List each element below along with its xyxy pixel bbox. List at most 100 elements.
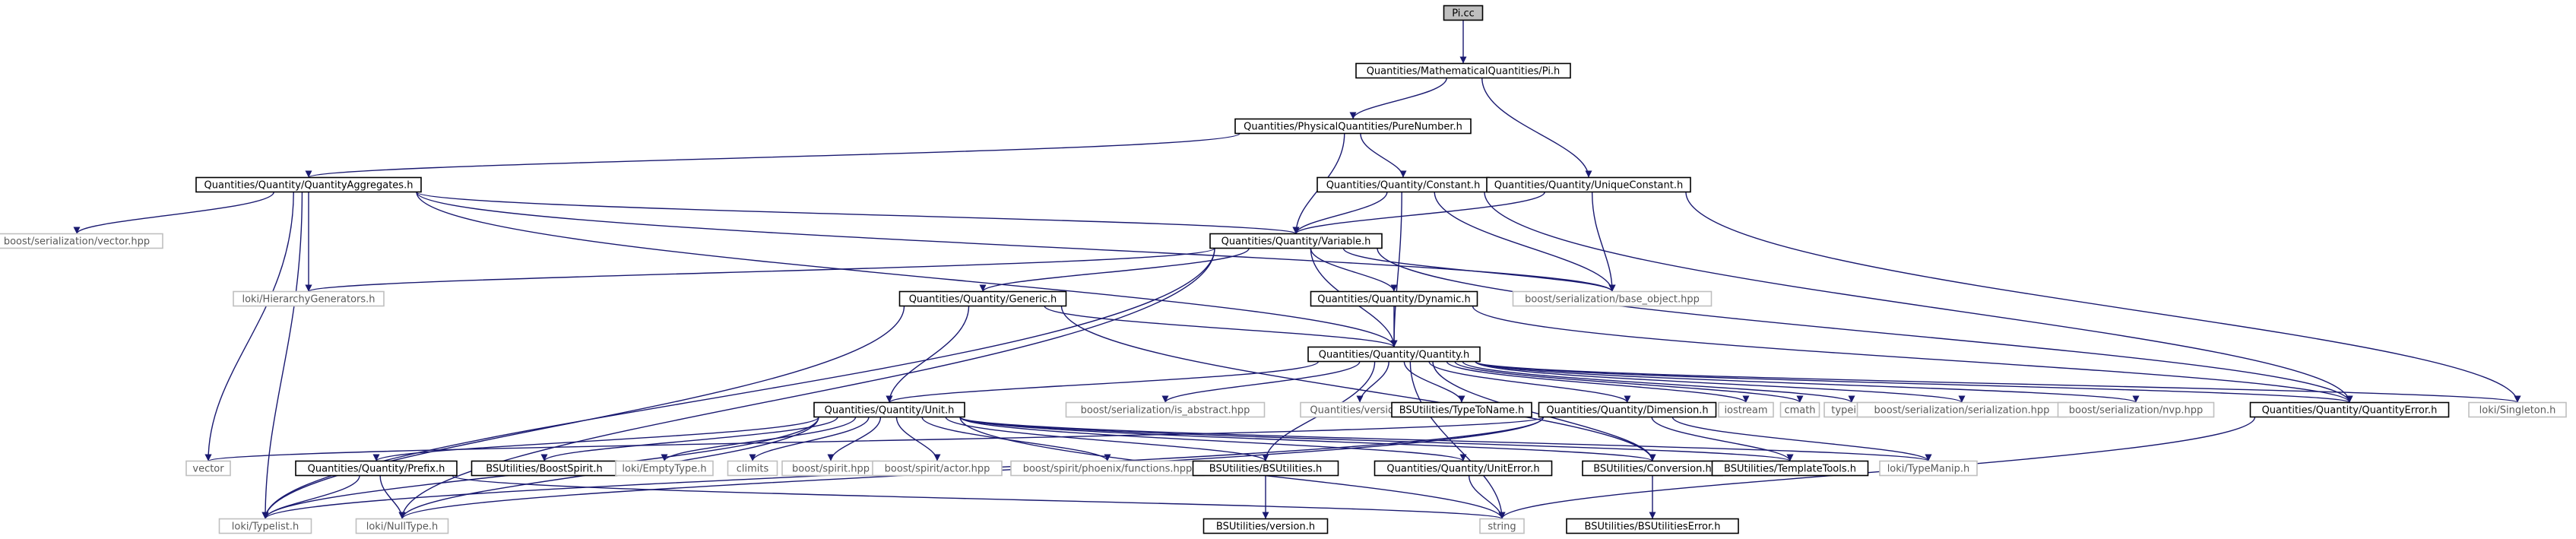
edge-quantity-to-iostream <box>1446 360 1750 404</box>
node-pi-h[interactable]: Quantities/MathematicalQuantities/Pi.h <box>1355 62 1571 79</box>
node-box <box>233 290 385 307</box>
node-box <box>195 176 422 193</box>
node-spirit: boost/spirit.hpp <box>781 460 880 477</box>
node-aggregates[interactable]: Quantities/Quantity/QuantityAggregates.h <box>195 176 422 193</box>
edge-line <box>1685 192 2521 403</box>
edge-quantity-to-ser_nvp <box>1475 360 2140 404</box>
edge-line <box>261 248 1215 519</box>
node-box <box>218 518 312 534</box>
edge-line <box>1292 192 1545 235</box>
edge-uniqueconstant-to-base_object <box>1591 192 1616 292</box>
node-dimension[interactable]: Quantities/Quantity/Dimension.h <box>1538 401 1717 418</box>
node-box <box>1538 401 1717 418</box>
node-label: loki/TypeManip.h <box>1887 464 1970 475</box>
edge-purenumber-to-constant <box>1360 133 1407 178</box>
node-generic[interactable]: Quantities/Quantity/Generic.h <box>898 290 1067 307</box>
node-box <box>1065 401 1266 418</box>
node-label: boost/serialization/serialization.hpp <box>1874 405 2050 417</box>
node-box <box>1486 176 1691 193</box>
node-bsutilerror[interactable]: BSUtilities/BSUtilitiesError.h <box>1566 518 1739 534</box>
edge-unit-to-uniterror <box>959 416 1467 462</box>
edge-constant-to-quantity <box>1390 192 1402 347</box>
node-label: loki/HierarchyGenerators.h <box>242 294 375 306</box>
node-box <box>185 460 231 477</box>
edge-line <box>959 416 1467 462</box>
node-quantityerror[interactable]: Quantities/Quantity/QuantityError.h <box>2249 401 2450 418</box>
node-uniterror[interactable]: Quantities/Quantity/UnitError.h <box>1374 460 1553 477</box>
edge-constant-to-variable <box>1292 192 1388 234</box>
edge-variable-to-quantityerror <box>1377 248 2353 403</box>
node-boostspirit[interactable]: BSUtilities/BoostSpirit.h <box>471 460 618 477</box>
edge-line <box>895 417 941 461</box>
edge-line <box>1044 305 1398 348</box>
edge-line <box>1475 360 2353 404</box>
edge-line <box>1481 78 1592 178</box>
edge-unit-to-templatetools <box>959 416 1794 462</box>
edge-line <box>416 191 1299 235</box>
node-bs-version[interactable]: BSUtilities/version.h <box>1202 518 1329 534</box>
edge-line <box>959 416 1794 462</box>
edge-line <box>1349 78 1447 119</box>
node-label: Pi.cc <box>1452 8 1475 20</box>
edge-line <box>1434 192 1616 292</box>
edge-unit-to-typemanip <box>959 416 1931 462</box>
node-box <box>1355 62 1571 79</box>
node-typetoname[interactable]: BSUtilities/TypeToName.h <box>1391 401 1532 418</box>
edge-line <box>1454 360 1804 404</box>
node-unit[interactable]: Quantities/Quantity/Unit.h <box>813 401 965 418</box>
edge-unit-to-prefix <box>372 416 819 462</box>
edge-purenumber-to-aggregates <box>306 132 1240 179</box>
edge-unit-to-bsutilities <box>945 417 1269 462</box>
node-label: boost/spirit/actor.hpp <box>885 464 990 475</box>
node-box <box>1779 401 1820 418</box>
edge-variable-to-typelist <box>261 248 1215 519</box>
node-label: iostream <box>1724 405 1767 417</box>
node-uniqueconstant[interactable]: Quantities/Quantity/UniqueConstant.h <box>1486 176 1691 193</box>
node-label: BSUtilities/version.h <box>1216 522 1315 533</box>
edge-line <box>945 417 1269 462</box>
edge-prefix-to-nulltype <box>379 475 406 519</box>
edges-layer <box>73 20 2521 520</box>
edge-variable-to-hiergen <box>306 247 1215 293</box>
edge-line <box>398 248 1215 519</box>
node-label: BSUtilities/BSUtilitiesError.h <box>1585 522 1721 533</box>
node-conversion[interactable]: BSUtilities/Conversion.h <box>1582 460 1723 477</box>
edge-line <box>1310 248 1398 292</box>
edge-line <box>205 416 1545 462</box>
edge-line <box>372 416 819 462</box>
node-box <box>1374 460 1553 477</box>
edge-line <box>1292 192 1388 234</box>
node-box <box>1512 290 1713 307</box>
edge-quantity-to-is_abstract <box>1161 361 1361 403</box>
edge-line <box>1360 133 1407 178</box>
node-label: boost/serialization/vector.hpp <box>4 236 150 248</box>
node-constant[interactable]: Quantities/Quantity/Constant.h <box>1317 176 1490 193</box>
edge-line <box>1498 417 2256 519</box>
node-quantity[interactable]: Quantities/Quantity/Quantity.h <box>1307 346 1481 363</box>
node-box <box>1443 5 1484 21</box>
edge-line <box>1060 306 1656 461</box>
node-typemanip: loki/TypeManip.h <box>1879 460 1978 477</box>
node-templatetools[interactable]: BSUtilities/TemplateTools.h <box>1711 460 1869 477</box>
node-box <box>1234 118 1472 135</box>
edge-line <box>1591 192 1616 292</box>
node-box <box>1879 460 1978 477</box>
node-dynamic[interactable]: Quantities/Quantity/Dynamic.h <box>1310 290 1478 307</box>
edge-line <box>886 360 1320 404</box>
node-box <box>2057 401 2215 418</box>
node-box <box>1202 518 1329 534</box>
node-variable[interactable]: Quantities/Quantity/Variable.h <box>1209 233 1383 249</box>
edge-quantity-to-singleton <box>1475 360 2521 404</box>
node-purenumber[interactable]: Quantities/PhysicalQuantities/PureNumber… <box>1234 118 1472 135</box>
edge-line <box>1475 360 2521 404</box>
edge-quantity-to-q_version <box>1356 361 1389 403</box>
node-prefix[interactable]: Quantities/Quantity/Prefix.h <box>295 460 458 477</box>
edge-quantity-to-unit <box>886 360 1320 404</box>
node-label: boost/spirit.hpp <box>792 464 870 475</box>
node-box <box>872 460 1003 477</box>
node-label: Quantities/Quantity/Dynamic.h <box>1317 294 1471 306</box>
node-label: Quantities/Quantity/Unit.h <box>825 405 955 417</box>
edge-quantity-to-dimension <box>1428 361 1631 403</box>
node-label: BSUtilities/Conversion.h <box>1593 464 1712 475</box>
node-bsutilities[interactable]: BSUtilities/BSUtilities.h <box>1192 460 1339 477</box>
